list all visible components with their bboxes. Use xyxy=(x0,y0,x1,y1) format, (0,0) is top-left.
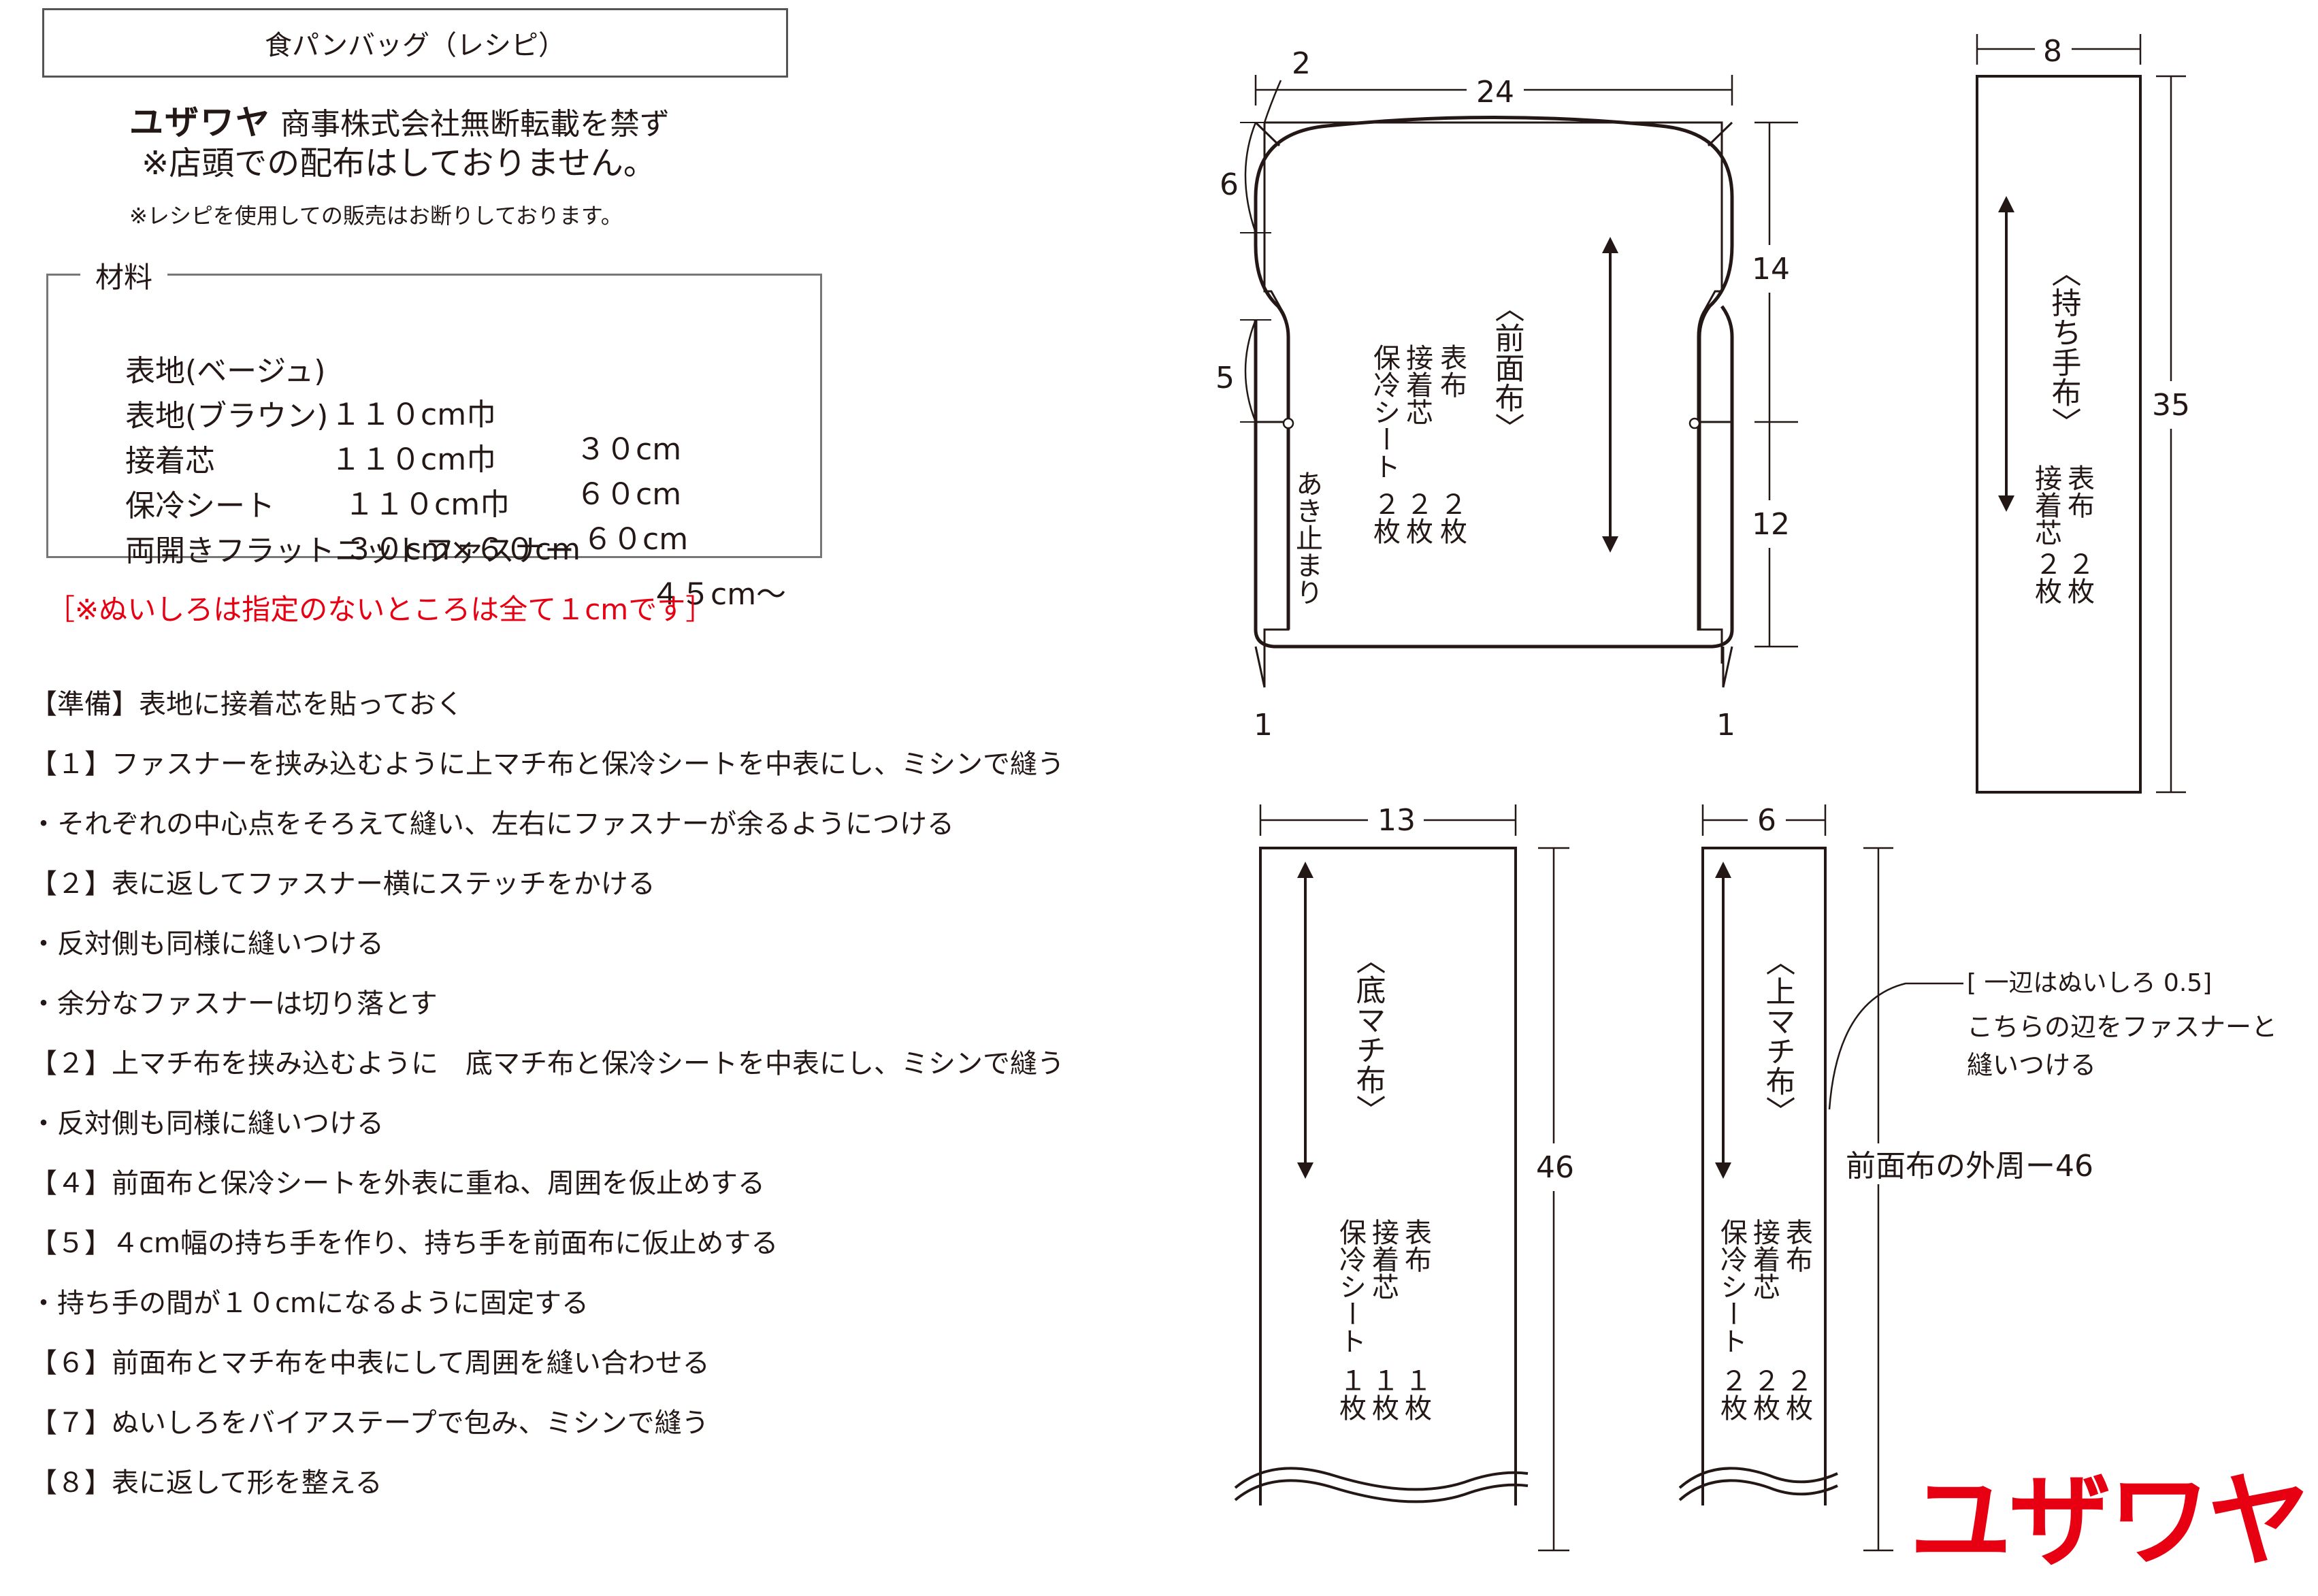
top-gusset-piece-label: 〈上マチ布〉 xyxy=(1761,946,1795,1126)
front-qty-count: ２枚 xyxy=(1401,490,1433,544)
material-name: 保冷シート xyxy=(125,489,275,523)
sales-notice: ※レシピを使用しての販売はお断りしております。 xyxy=(129,203,623,229)
seam-note-line2: こちらの辺をファスナーと xyxy=(1967,1012,2277,1042)
front-piece-label: 〈前面布〉 xyxy=(1490,293,1524,442)
copyright-line: ユザワヤ 商事株式会社無断転載を禁ず xyxy=(129,95,670,144)
top-gusset-width-label: 6 xyxy=(1757,803,1776,838)
step-item: 【２】上マチ布を挟み込むように 底マチ布と保冷シートを中表にし、ミシンで縫う xyxy=(30,1048,1064,1079)
bottom-gusset-qty-count: １枚 xyxy=(1367,1367,1399,1421)
step-item: 【準備】表地に接着芯を貼っておく xyxy=(30,689,463,720)
material-amount: ３０cm xyxy=(576,432,682,467)
front-piece: 24 2 6 5 あき止まり 14 12 1 1 〈前面布〉 表 xyxy=(1215,46,1798,743)
brand-inline: ユザワヤ xyxy=(129,103,271,142)
seam-left-label: 1 xyxy=(1254,708,1273,743)
material-row: 接着芯 １１０cm巾 ６０cm xyxy=(106,402,688,557)
step-item: 【１】ファスナーを挟み込むように上マチ布と保冷シートを中表にし、ミシンで縫う xyxy=(30,749,1064,780)
step-item: 【６】前面布とマチ布を中表にして周囲を縫い合わせる xyxy=(30,1348,710,1379)
seam-right-label: 1 xyxy=(1716,708,1735,743)
step-item: 【２】表に返してファスナー横にステッチをかける xyxy=(30,868,655,900)
bottom-gusset-qty-item: 表布 xyxy=(1400,1218,1431,1273)
materials-title: 材料 xyxy=(80,255,168,296)
note-leader-line xyxy=(1828,982,1963,1110)
top-gusset-qty-item: 表布 xyxy=(1781,1218,1812,1273)
front-qty-count: ２枚 xyxy=(1435,490,1467,544)
front-cut-line xyxy=(1254,116,1734,649)
top-gusset-piece: 6 〈上マチ布〉 表布 接着芯 保冷シート ２枚 ２枚 ２枚 [ 一辺はぬいしろ… xyxy=(1678,800,2277,1552)
bottom-gusset-width-label: 13 xyxy=(1377,803,1416,838)
top-gusset-length-note: 前面布の外周ー46 xyxy=(1846,1149,2093,1184)
handle-qty-count: ２枚 xyxy=(2063,550,2094,604)
material-size: １１０cm巾 xyxy=(331,397,497,432)
front-qty-item: 接着芯 xyxy=(1401,344,1433,425)
front-qty-count: ２枚 xyxy=(1369,490,1400,544)
bottom-gusset-qty-count: １枚 xyxy=(1400,1367,1431,1421)
opening-stop-label: あき止まり xyxy=(1291,470,1322,606)
step-item: 【４】前面布と保冷シートを外表に重ね、周囲を仮止めする xyxy=(30,1168,765,1199)
material-name: 接着芯 xyxy=(125,444,215,478)
handle-qty-item: 接着芯 xyxy=(2030,464,2061,546)
bottom-gusset-piece-label: 〈底マチ布〉 xyxy=(1351,945,1386,1124)
front-qty-item: 保冷シート xyxy=(1369,344,1401,480)
materials-box xyxy=(46,274,822,558)
bottom-gusset-qty-item: 接着芯 xyxy=(1367,1218,1399,1300)
distribution-notice: ※店頭での配布はしておりません。 xyxy=(142,144,656,182)
seam-allowance-note: ［※ぬいしろは指定のないところは全て１cmです］ xyxy=(46,593,715,626)
handle-qty-item: 表布 xyxy=(2063,464,2094,519)
material-row: 表地(ベージュ) １１０cm巾 ３０cm xyxy=(106,312,681,467)
title-box: 食パンバッグ（レシピ） xyxy=(42,8,788,78)
front-qty-item: 表布 xyxy=(1435,344,1467,398)
step-item: ・反対側も同様に縫いつける xyxy=(30,928,384,960)
seam-note-line3: 縫いつける xyxy=(1967,1050,2096,1080)
step-item: 【５】４cm幅の持ち手を作り、持ち手を前面布に仮止めする xyxy=(30,1228,779,1259)
step-item: ・持ち手の間が１０cmになるように固定する xyxy=(30,1288,589,1319)
bottom-gusset-height-label: 46 xyxy=(1536,1150,1574,1185)
handle-piece: 8 35 〈持ち手布〉 表布 接着芯 ２枚 ２枚 xyxy=(1976,31,2191,794)
material-row: 保冷シート ３０cm×６０cm xyxy=(106,446,581,567)
step-item: ・余分なファスナーは切り落とす xyxy=(30,988,438,1020)
top-gusset-qty-count: ２枚 xyxy=(1748,1367,1780,1421)
material-amount: ６０cm xyxy=(576,477,682,512)
handle-width-label: 8 xyxy=(2043,34,2062,69)
material-size: １１０cm巾 xyxy=(331,442,497,477)
material-row: 表地(ブラウン) １１０cm巾 ６０cm xyxy=(106,357,681,512)
material-name: 表地(ベージュ) xyxy=(125,354,326,389)
seam-note-line1: [ 一辺はぬいしろ 0.5] xyxy=(1967,969,2212,997)
handle-piece-label: 〈持ち手布〉 xyxy=(2046,257,2081,437)
top-gusset-qty-item: 保冷シート xyxy=(1716,1218,1748,1354)
bottom-gusset-qty-item: 保冷シート xyxy=(1335,1218,1367,1354)
front-width-label: 24 xyxy=(1476,75,1514,110)
copyright-text: 商事株式会社無断転載を禁ず xyxy=(280,107,670,142)
top-gusset-qty-item: 接着芯 xyxy=(1748,1218,1780,1300)
handle-qty-count: ２枚 xyxy=(2030,550,2061,604)
material-row: 両開きフラットニットファスナー ４５cm～ xyxy=(106,491,786,612)
handle-height-label: 35 xyxy=(2152,388,2190,423)
bottom-gusset-piece: 13 46 〈底マチ布〉 表布 接着芯 保冷シート １枚 １枚 １枚 xyxy=(1234,800,1574,1552)
page-title: 食パンバッグ（レシピ） xyxy=(265,30,566,61)
material-name: 表地(ブラウン) xyxy=(125,399,329,434)
front-height-upper-label: 14 xyxy=(1752,252,1790,287)
front-height-lower-label: 12 xyxy=(1752,507,1790,542)
material-size: １１０cm巾 xyxy=(344,487,510,522)
bottom-gusset-qty-count: １枚 xyxy=(1335,1367,1366,1421)
material-amount: ６０cm xyxy=(583,522,689,557)
top-gusset-qty-count: ２枚 xyxy=(1716,1367,1747,1421)
step-item: 【８】表に返して形を整える xyxy=(30,1467,382,1499)
front-top-curve-label: 6 xyxy=(1220,167,1239,202)
step-item: 【７】ぬいしろをバイアステープで包み、ミシンで縫う xyxy=(30,1407,709,1439)
material-size: ４５cm～ xyxy=(651,577,787,612)
front-corner-label: 2 xyxy=(1292,46,1311,81)
material-name: 両開きフラットニットファスナー xyxy=(125,534,574,568)
brand-logo: ユザワヤ xyxy=(1909,1463,2310,1581)
front-side-label: 5 xyxy=(1215,361,1235,395)
top-gusset-qty-count: ２枚 xyxy=(1781,1367,1812,1421)
material-size: ３０cm×６０cm xyxy=(344,532,581,567)
step-item: ・反対側も同様に縫いつける xyxy=(30,1108,384,1139)
step-item: ・それぞれの中心点をそろえて縫い、左右にファスナーが余るようにつける xyxy=(30,809,954,840)
